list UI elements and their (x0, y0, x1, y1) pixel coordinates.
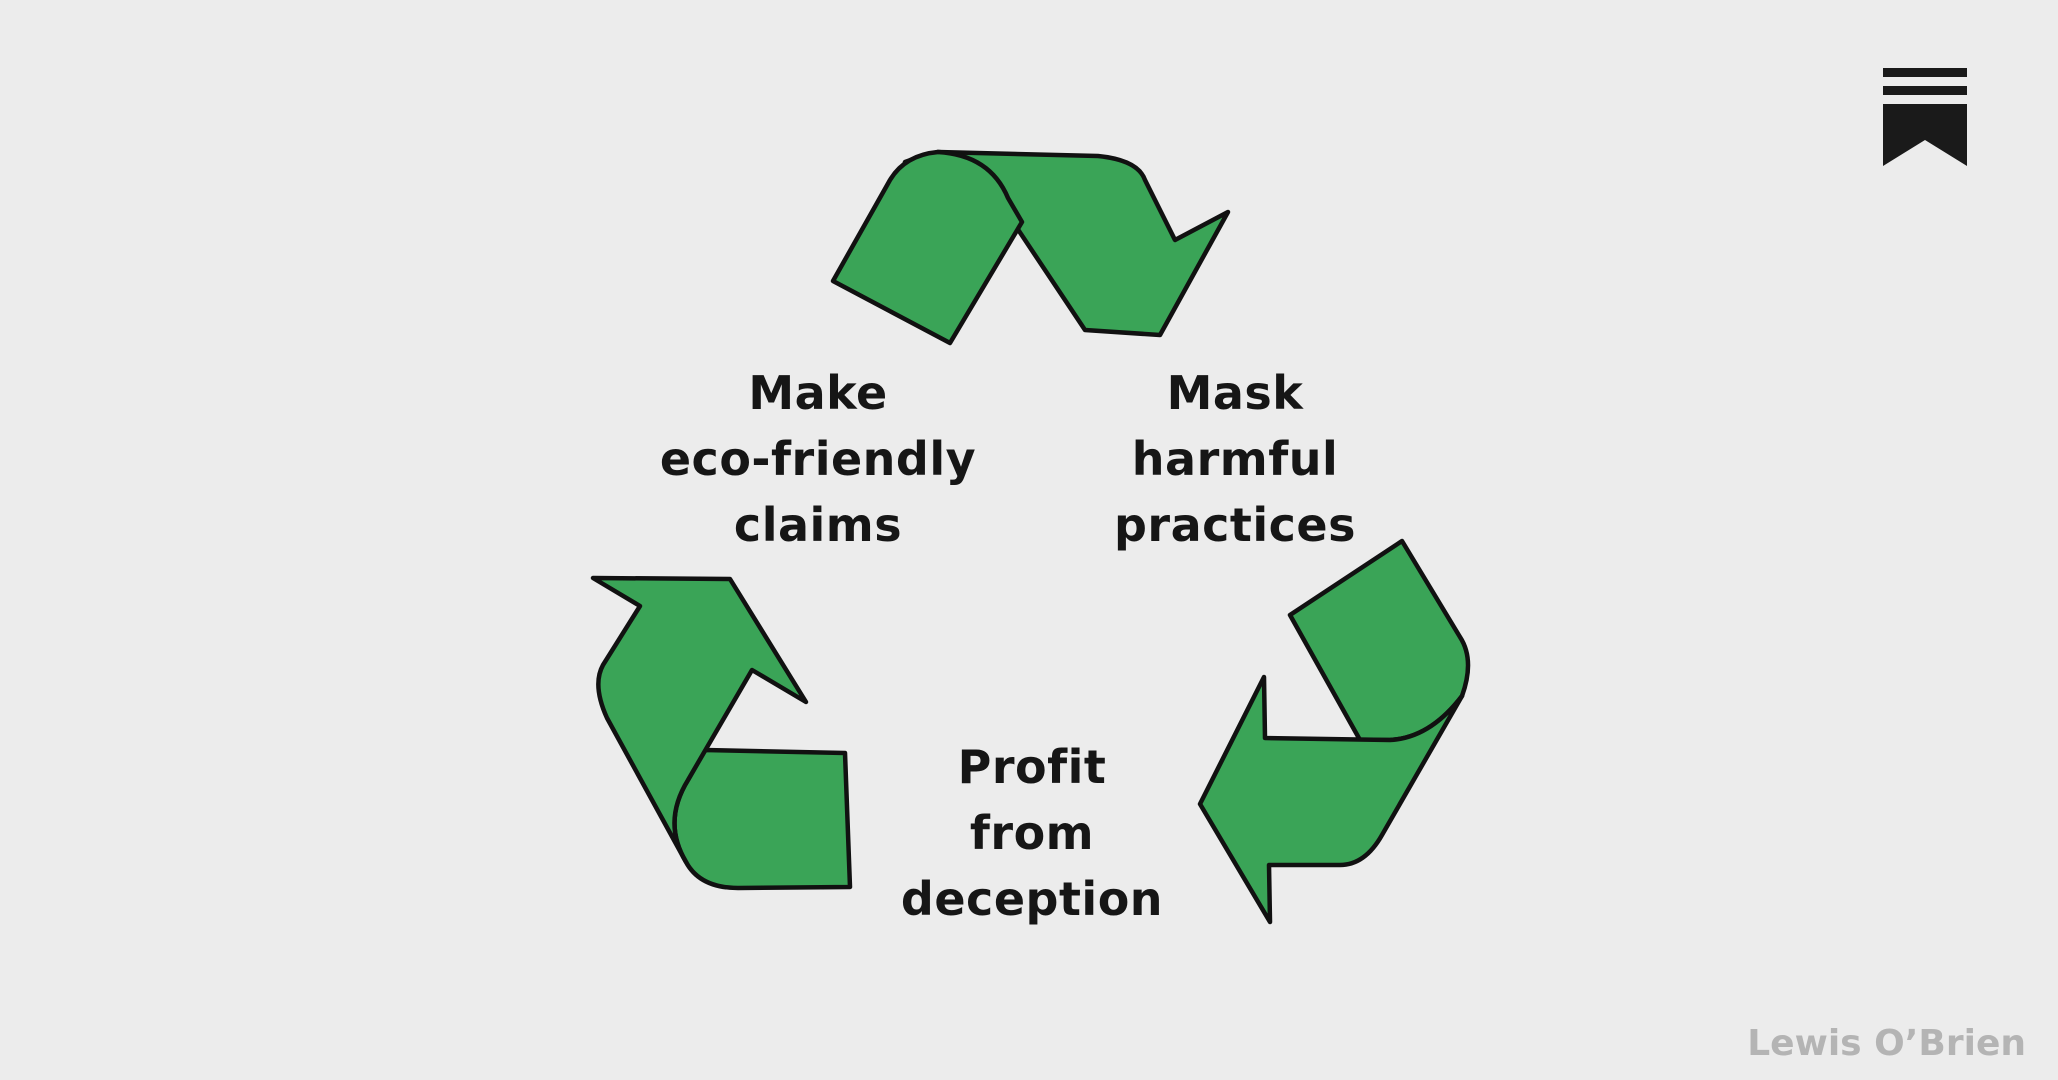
cycle-step-make-eco-friendly-claims: Make eco-friendly claims (638, 360, 998, 558)
recycling-arrow-top-icon (830, 149, 1231, 346)
recycling-arrow-left-icon (590, 575, 853, 891)
cycle-step-line: claims (733, 498, 903, 552)
cycle-step-line: Make (748, 366, 888, 420)
cycle-step-line: harmful (1131, 432, 1339, 486)
cycle-step-mask-harmful-practices: Mask harmful practices (1055, 360, 1415, 558)
cycle-step-profit-from-deception: Profit from deception (852, 734, 1212, 932)
bookmark-icon (1883, 68, 1967, 166)
cycle-step-line: practices (1113, 498, 1357, 552)
cycle-step-line: Mask (1166, 366, 1304, 420)
cycle-step-line: eco-friendly (659, 432, 977, 486)
cycle-step-line: deception (900, 872, 1164, 926)
recycling-arrow-right-icon (1197, 538, 1471, 925)
cycle-step-line: from (969, 806, 1095, 860)
cycle-step-line: Profit (957, 740, 1107, 794)
author-credit: Lewis O’Brien (1747, 1023, 2026, 1064)
